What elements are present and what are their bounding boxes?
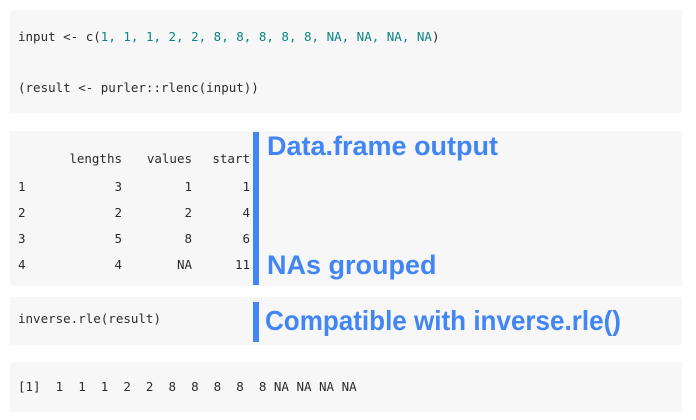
annotation-dataframe-output: Data.frame output <box>267 131 499 161</box>
table-row: 3 5 8 6 <box>18 225 250 251</box>
column-header-start: start <box>212 150 250 166</box>
annotation-bar-compatible <box>253 302 259 342</box>
table-row: 2 2 2 4 <box>18 199 250 225</box>
cell-lengths: 5 <box>114 230 122 246</box>
cell-values: 2 <box>184 204 192 220</box>
row-index: 2 <box>18 204 26 220</box>
column-header-index <box>18 143 44 173</box>
cell-values: NA <box>176 256 192 272</box>
annotation-bar-dataframe <box>253 132 259 285</box>
input-code-line-2: (result <- purler::rlenc(input)) <box>18 80 259 95</box>
rlenc-result-table: lengths values start 1 3 1 1 2 2 2 4 <box>18 143 250 277</box>
cell-lengths: 2 <box>114 204 122 220</box>
column-header-lengths: lengths <box>69 150 122 166</box>
cell-values: 8 <box>184 230 192 246</box>
row-index: 3 <box>18 230 26 246</box>
input-code-prefix: input <- c( <box>18 29 101 44</box>
input-code-values: 1, 1, 1, 2, 2, 8, 8, 8, 8, 8, NA, NA, NA… <box>100 29 432 44</box>
cell-start: 4 <box>242 204 250 220</box>
input-code-panel: input <- c(1, 1, 1, 2, 2, 8, 8, 8, 8, 8,… <box>10 10 682 113</box>
inverse-rle-code-panel: inverse.rle(result) <box>10 297 682 345</box>
dataframe-output-panel: lengths values start 1 3 1 1 2 2 2 4 <box>10 131 682 286</box>
annotation-compatible: Compatible with inverse.rle() <box>265 305 621 336</box>
input-code-line-1: input <- c(1, 1, 1, 2, 2, 8, 8, 8, 8, 8,… <box>18 29 440 44</box>
row-index: 4 <box>18 256 26 272</box>
console-output-panel: [1] 1 1 1 2 2 8 8 8 8 8 NA NA NA NA <box>10 362 682 412</box>
inverse-rle-code: inverse.rle(result) <box>18 311 161 326</box>
cell-lengths: 4 <box>114 256 122 272</box>
console-output-text: [1] 1 1 1 2 2 8 8 8 8 8 NA NA NA NA <box>18 379 357 394</box>
table-row: 4 4 NA 11 <box>18 251 250 277</box>
row-index: 1 <box>18 178 26 194</box>
cell-start: 1 <box>242 178 250 194</box>
input-code-suffix: ) <box>431 29 440 44</box>
table-row: 1 3 1 1 <box>18 173 250 199</box>
annotation-nas-grouped: NAs grouped <box>267 250 437 280</box>
cell-start: 11 <box>234 256 250 272</box>
cell-start: 6 <box>242 230 250 246</box>
cell-lengths: 3 <box>114 178 122 194</box>
cell-values: 1 <box>184 178 192 194</box>
column-header-values: values <box>146 150 192 166</box>
table-header-row: lengths values start <box>18 143 250 173</box>
